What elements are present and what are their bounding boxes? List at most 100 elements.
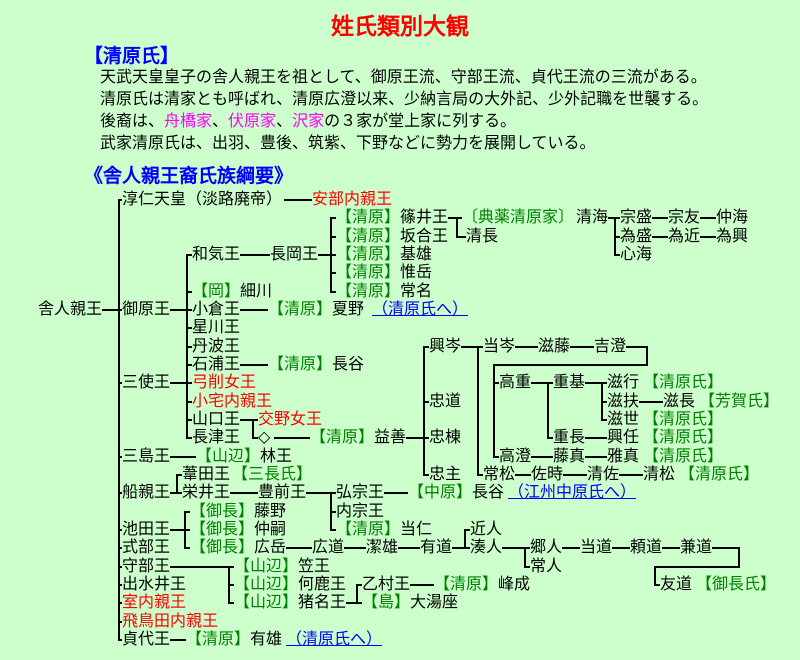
tree-node-km_tojin: 【清原】: [336, 521, 401, 538]
tree-line-horizontal: [639, 401, 663, 403]
tree-line-horizontal: [118, 382, 122, 384]
tree-node-oyake: 小宅内親王: [192, 393, 273, 410]
tree-line-vertical: [330, 492, 332, 531]
tree-line-vertical: [646, 346, 648, 366]
tree-node-kmc_shigeyo: 【清原氏】: [643, 411, 724, 428]
tree-line-horizontal: [170, 309, 192, 311]
tree-line-vertical: [184, 511, 186, 549]
tree-line-vertical: [493, 364, 495, 458]
tree-node-shigenaga: 滋長: [663, 393, 696, 410]
tree-node-mihara: 御原王: [122, 301, 171, 318]
tree-line-horizontal: [384, 492, 408, 494]
tree-line-horizontal: [170, 639, 186, 641]
tree-node-satohito: 郷人: [530, 539, 563, 556]
tree-line-horizontal: [654, 566, 738, 568]
tree-line-horizontal: [423, 474, 429, 476]
tree-line-horizontal: [118, 621, 122, 623]
tree-line-horizontal: [456, 236, 466, 238]
tree-node-uchimune: 内宗王: [336, 503, 385, 520]
tree-line-horizontal: [515, 346, 538, 348]
tree-node-kmc_masazane: 【清原氏】: [643, 448, 724, 465]
page-title: 姓氏類別大観: [331, 13, 469, 39]
tree-node-ario: 有雄: [250, 631, 283, 648]
tree-node-fune: 船親王: [122, 484, 171, 501]
tree-node-oyuza: 大湯座: [410, 594, 459, 611]
tree-node-ym_kasa: 【山辺】: [234, 558, 299, 575]
tree-node-otomura: 乙村王: [362, 576, 411, 593]
tree-line-horizontal: [170, 456, 196, 458]
tree-line-horizontal: [423, 346, 429, 348]
tree-node-toyosaki: 豊前王: [258, 484, 307, 501]
tree-node-arimichi: 有道: [420, 539, 453, 556]
tree-node-nm_nagatani: 【中原】: [408, 484, 473, 501]
tree-node-okimine: 興岑: [429, 338, 462, 355]
link-link_kiyo2[interactable]: （清原氏へ）: [286, 631, 383, 648]
tree-node-kasa: 笠王: [298, 558, 331, 575]
tree-node-tameoki: 為興: [716, 228, 749, 245]
tree-line-vertical: [464, 529, 466, 549]
tree-line-vertical: [423, 346, 425, 476]
tree-node-izumii: 出水井王: [122, 576, 187, 593]
tree-line-horizontal: [461, 346, 483, 348]
tree-node-masuyoshi: 益善: [374, 429, 407, 446]
tree-node-asukada: 飛鳥田内親王: [122, 613, 219, 630]
tree-node-shinoi: 篠井王: [400, 209, 449, 226]
tree-line-horizontal: [398, 547, 420, 549]
tree-line-horizontal: [186, 291, 192, 293]
tree-node-hase: 長谷: [332, 356, 365, 373]
clan-description-line: 清原氏は清家とも呼ばれ、清原広澄以来、少納言局の大外記、少外記職を世襲する。: [100, 89, 800, 111]
tree-line-horizontal: [330, 291, 336, 293]
tree-node-om_fujino: 【御長】: [190, 503, 255, 520]
tree-node-ikeda: 池田王: [122, 521, 171, 538]
tree-node-yamaguchi: 山口王: [192, 411, 241, 428]
tree-line-horizontal: [493, 364, 646, 366]
tree-line-horizontal: [477, 474, 483, 476]
tree-node-tadanushi: 忠主: [429, 466, 462, 483]
clan-text-segment: 天武天皇皇子の舎人親王を祖として、御原王流、守部王流、貞代王流の三流がある。: [100, 69, 707, 86]
tree-line-horizontal: [452, 547, 470, 549]
tree-node-mishima: 三島王: [122, 448, 171, 465]
tree-line-horizontal: [330, 272, 336, 274]
tree-line-horizontal: [614, 254, 620, 256]
tree-node-nakatsugu: 仲嗣: [254, 521, 287, 538]
tree-line-horizontal: [626, 346, 646, 348]
tree-line-horizontal: [118, 602, 122, 604]
tree-line-horizontal: [186, 346, 192, 348]
tree-node-kmc_okito: 【清原氏】: [643, 429, 724, 446]
tree-line-vertical: [456, 217, 458, 238]
tree-line-horizontal: [612, 547, 630, 549]
tree-node-om_hirotake: 【御長】: [190, 539, 255, 556]
tree-node-km_masu: 【清原】: [310, 429, 375, 446]
tree-node-oka_marker: 【岡】: [192, 283, 241, 300]
tree-line-vertical: [601, 382, 603, 421]
tree-line-horizontal: [186, 364, 192, 366]
tree-line-horizontal: [186, 401, 192, 403]
tree-line-horizontal: [330, 236, 336, 238]
clan-text-segment: の３家が堂上家に列する。: [324, 113, 517, 130]
tree-node-km_motoo: 【清原】: [336, 246, 401, 263]
tree-node-todo: 当道: [580, 539, 613, 556]
tree-node-shinkai: 心海: [620, 246, 653, 263]
tree-line-vertical: [654, 566, 656, 586]
tree-node-haga_marker: 【芳賀氏】: [699, 393, 780, 410]
tree-node-toneri: 舎人親王: [38, 301, 103, 318]
clan-text-segment: 伏原家: [228, 113, 277, 130]
tree-line-horizontal: [585, 382, 607, 384]
tree-line-horizontal: [118, 639, 122, 641]
tree-node-moribe: 守部王: [122, 558, 171, 575]
tree-node-kashika: 何鹿王: [298, 576, 347, 593]
tree-line-vertical: [614, 217, 616, 256]
link-link_goshu[interactable]: （江州中原氏へ）: [508, 484, 637, 501]
tree-line-vertical: [252, 419, 254, 439]
tree-node-ina: 猪名王: [298, 594, 347, 611]
tree-node-hirotake: 広岳: [254, 539, 287, 556]
tree-line-horizontal: [118, 584, 122, 586]
tree-line-horizontal: [652, 236, 668, 238]
tree-line-horizontal: [524, 566, 530, 568]
tree-node-km_sakaai: 【清原】: [336, 228, 401, 245]
tree-node-fujino: 藤野: [254, 503, 287, 520]
tree-line-horizontal: [547, 437, 553, 439]
tree-line-horizontal: [176, 474, 182, 476]
link-link_kiyo1[interactable]: （清原氏へ）: [372, 301, 469, 318]
tree-node-masazane: 雅真: [607, 448, 640, 465]
